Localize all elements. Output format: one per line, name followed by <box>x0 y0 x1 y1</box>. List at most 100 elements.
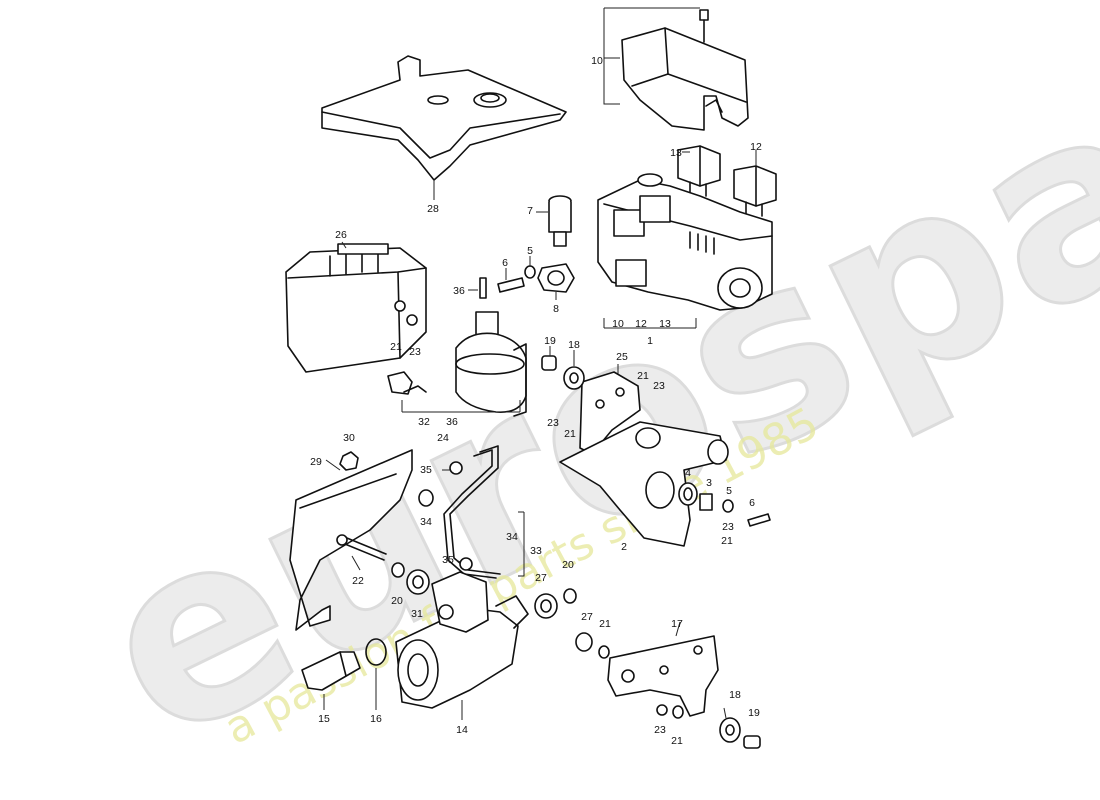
callout-25: 25 <box>616 351 628 363</box>
callout-6-b: 6 <box>749 497 755 509</box>
callout-18-b: 18 <box>729 689 741 701</box>
part-spacer-19-top <box>541 355 557 371</box>
callout-23-c: 23 <box>547 417 559 429</box>
callout-21-b: 21 <box>637 370 649 382</box>
part-ring-16 <box>365 638 387 666</box>
part-grommet-20-right <box>563 588 577 604</box>
callout-4: 4 <box>685 467 691 479</box>
callout-8: 8 <box>553 303 559 315</box>
callout-35-b: 35 <box>442 554 454 566</box>
callout-24: 24 <box>437 432 449 444</box>
callout-12-unit: 12 <box>635 318 647 330</box>
callout-10-unit: 10 <box>612 318 624 330</box>
callout-labels: 28 10 13 12 7 26 5 6 8 36 21 23 10 12 13… <box>310 55 762 747</box>
callout-16: 16 <box>370 713 382 725</box>
callout-21-e: 21 <box>599 618 611 630</box>
part-nut-21 <box>394 300 406 312</box>
callout-23-e: 23 <box>654 724 666 736</box>
callout-30: 30 <box>343 432 355 444</box>
part-washer-5-top <box>524 265 536 279</box>
part-hydraulic-unit-1 <box>597 173 773 311</box>
callout-13-unit: 13 <box>659 318 671 330</box>
callout-33: 33 <box>530 545 542 557</box>
part-grommet-20-left <box>391 562 405 578</box>
callout-36: 36 <box>453 285 465 297</box>
callout-21: 21 <box>390 341 402 353</box>
callout-20-b: 20 <box>562 559 574 571</box>
part-bushing-3 <box>699 493 713 511</box>
watermark-logo: eurospares <box>58 0 1100 798</box>
callout-1: 1 <box>647 335 653 347</box>
callout-20: 20 <box>391 595 403 607</box>
part-screw-36 <box>479 277 487 299</box>
callout-15: 15 <box>318 713 330 725</box>
callout-5-b: 5 <box>726 485 732 497</box>
part-bracket-2 <box>559 421 729 547</box>
callout-27-b: 27 <box>581 611 593 623</box>
part-spacer-19-bottom <box>743 735 761 749</box>
callout-12: 12 <box>750 141 762 153</box>
part-nut-35 <box>449 461 463 475</box>
leader-lines <box>323 7 757 720</box>
part-accumulator-24 <box>455 311 527 417</box>
part-grommet-18-bottom <box>719 717 741 743</box>
part-cover-28 <box>321 55 567 181</box>
callout-19: 19 <box>544 335 556 347</box>
callout-23-b: 23 <box>653 380 665 392</box>
callout-34: 34 <box>420 516 432 528</box>
part-grommet-27-top <box>534 593 558 619</box>
part-grommet-18-top <box>563 366 585 390</box>
part-valve-cover-10 <box>621 9 749 131</box>
callout-23: 23 <box>409 346 421 358</box>
callout-10: 10 <box>591 55 603 67</box>
callout-6: 6 <box>502 257 508 269</box>
part-bolt-6 <box>747 513 771 527</box>
callout-31: 31 <box>411 608 423 620</box>
callout-2: 2 <box>621 541 627 553</box>
part-nut-21-lower <box>598 645 610 659</box>
callout-29: 29 <box>310 456 322 468</box>
part-washer-21-bottom <box>672 705 684 719</box>
callout-7: 7 <box>527 205 533 217</box>
part-nut-23-bottom <box>656 704 668 716</box>
callout-28: 28 <box>427 203 439 215</box>
part-bracket-8 <box>537 263 575 293</box>
part-grommet-4 <box>678 482 698 506</box>
part-relay-13 <box>677 145 721 197</box>
callout-36-b: 36 <box>446 416 458 428</box>
callout-35: 35 <box>420 464 432 476</box>
watermark: eurospares a passion for parts since 198… <box>57 0 1100 800</box>
part-bracket-17 <box>607 635 719 717</box>
part-nut-23 <box>406 314 418 326</box>
part-bolt-6-top <box>497 277 525 293</box>
part-bracket-25 <box>579 371 641 455</box>
callout-18: 18 <box>568 339 580 351</box>
callout-21-d: 21 <box>721 535 733 547</box>
callout-27: 27 <box>535 572 547 584</box>
callout-14: 14 <box>456 724 468 736</box>
callout-22: 22 <box>352 575 364 587</box>
callout-32: 32 <box>418 416 430 428</box>
callout-13: 13 <box>670 147 682 159</box>
callout-3: 3 <box>706 477 712 489</box>
callout-26: 26 <box>335 229 347 241</box>
part-elbow-32 <box>387 371 427 395</box>
part-nut-30 <box>339 451 359 471</box>
callout-21-c: 21 <box>564 428 576 440</box>
part-grommet-34 <box>418 489 434 507</box>
callout-23-d: 23 <box>722 521 734 533</box>
callout-19-b: 19 <box>748 707 760 719</box>
part-switch-15 <box>301 651 361 691</box>
part-grommet-31 <box>406 569 430 595</box>
part-grommet-27-lower <box>575 632 593 652</box>
part-nut-35-lower <box>459 557 473 571</box>
part-control-unit-26 <box>285 243 427 373</box>
part-7 <box>548 195 572 247</box>
callout-5: 5 <box>527 245 533 257</box>
part-bolt-22 <box>336 534 387 561</box>
part-pump-motor-14 <box>395 571 529 709</box>
callout-17: 17 <box>671 618 683 630</box>
callout-34-b: 34 <box>506 531 518 543</box>
part-washer-5 <box>722 499 734 513</box>
